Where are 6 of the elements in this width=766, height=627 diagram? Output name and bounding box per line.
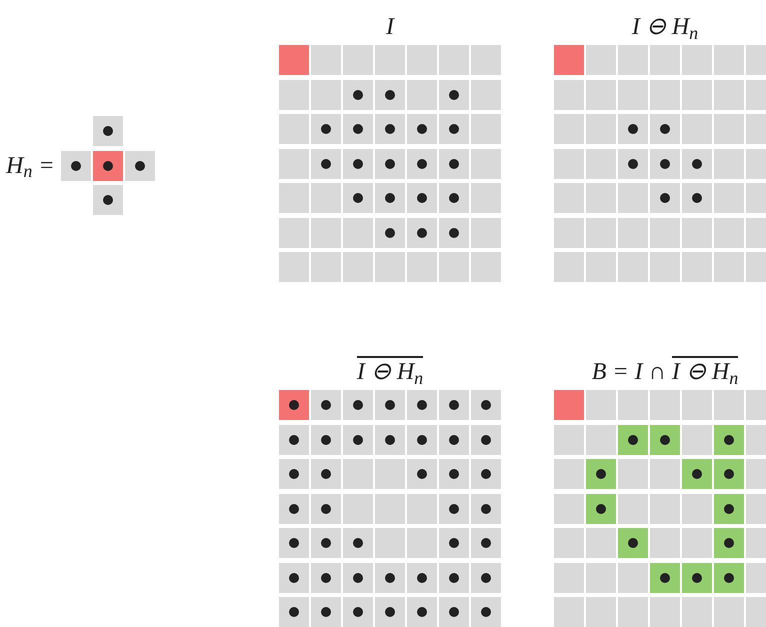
math-label: H$_{n}$ = [6, 152, 55, 180]
math-label: I ⊖ H$_{n}$ [632, 13, 698, 41]
math-label: I ⊖ H$_{n}$ [356, 356, 424, 386]
math-label: I [386, 13, 394, 41]
math-label: B = I ∩ [592, 358, 666, 386]
math-label: I ⊖ H$_{n}$ [672, 356, 738, 386]
